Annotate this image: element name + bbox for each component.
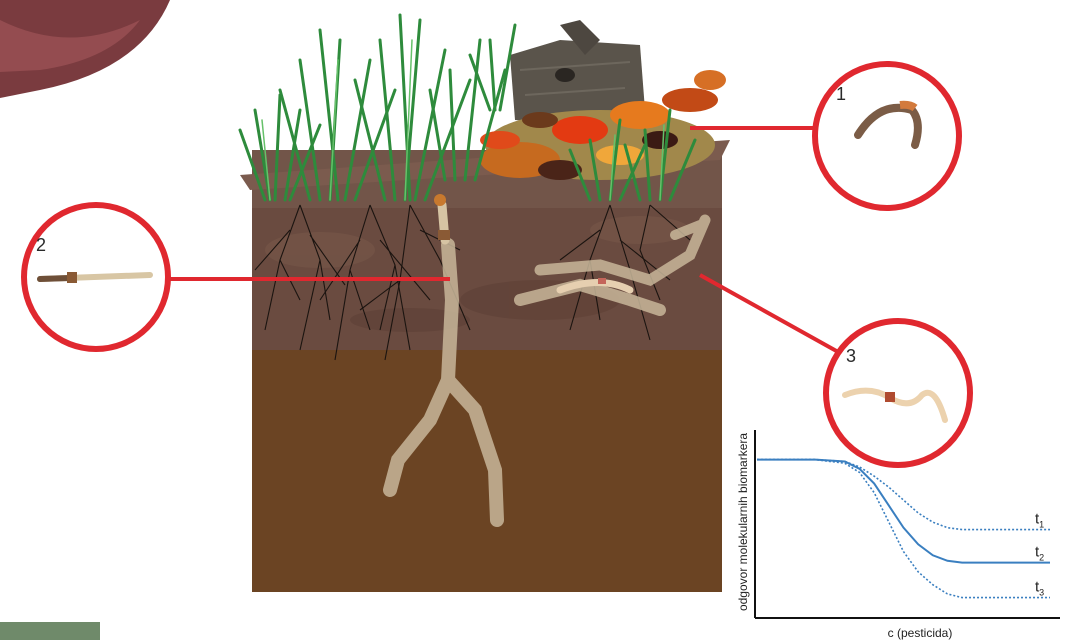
soil-block <box>240 140 730 592</box>
callout-1-number: 1 <box>836 84 846 104</box>
series-line-t2 <box>757 460 1050 563</box>
photo-fragment-bottom-left <box>0 622 100 640</box>
x-axis-label: c (pesticida) <box>888 626 953 640</box>
y-axis-label: odgovor molekularnih biomarkera <box>736 433 750 611</box>
callout-2-number: 2 <box>36 235 46 255</box>
series-line-t1 <box>757 460 1050 530</box>
series-label-t3: t3 <box>1035 579 1044 598</box>
callout-3: 3 <box>826 321 970 465</box>
series-label-t2: t2 <box>1035 544 1044 563</box>
callout-2: 2 <box>24 205 168 349</box>
callout-3-number: 3 <box>846 346 856 366</box>
callout-1: 1 <box>815 64 959 208</box>
series-label-t1: t1 <box>1035 511 1044 530</box>
